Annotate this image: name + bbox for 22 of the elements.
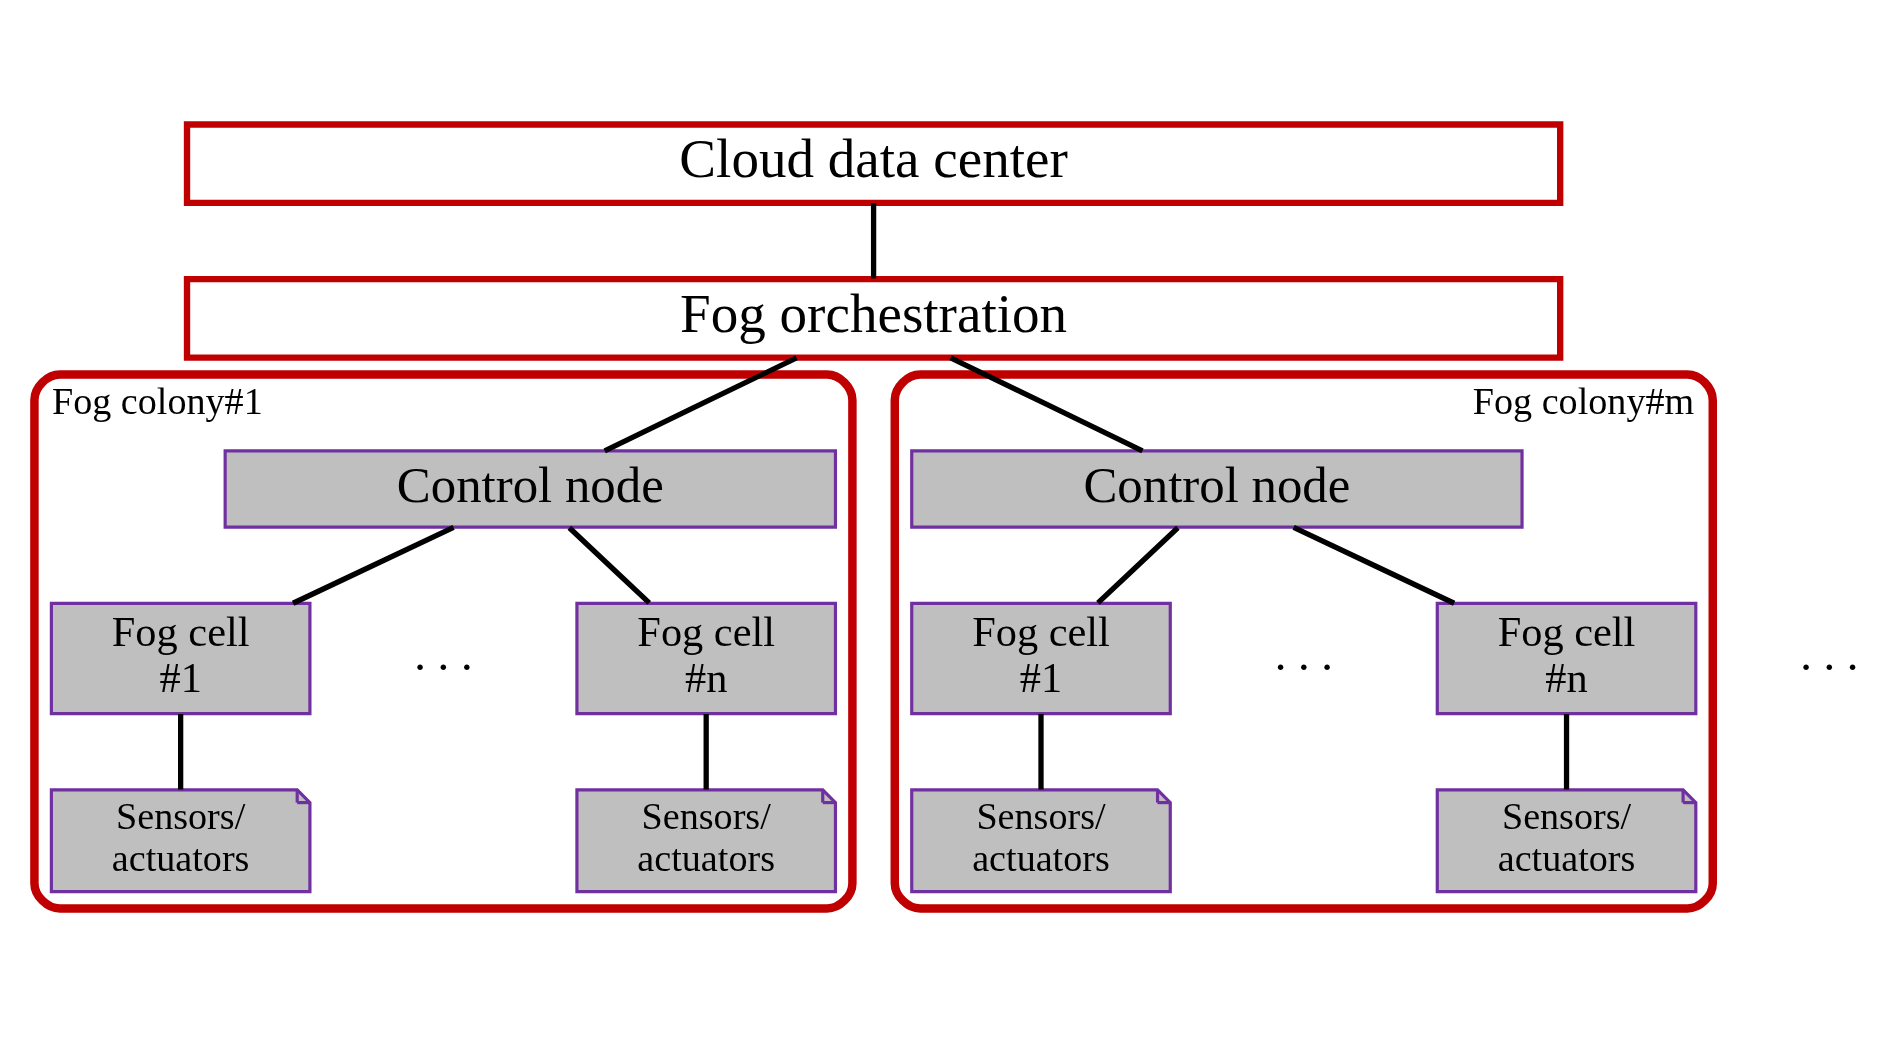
- node-box: Control node: [909, 448, 1524, 529]
- node-box: Control node: [223, 448, 837, 529]
- connector: [1095, 525, 1180, 605]
- connector: [870, 202, 876, 278]
- node-box: Fog cell #n: [1435, 601, 1697, 715]
- node-box: Fog cell #1: [49, 601, 311, 715]
- label: . . .: [1274, 627, 1333, 680]
- connector: [703, 713, 709, 789]
- connector: [291, 524, 455, 606]
- connector: [1563, 713, 1569, 789]
- node-box: Fog cell #1: [909, 601, 1172, 715]
- connector: [1292, 524, 1455, 606]
- node-box: Fog cell #n: [574, 601, 837, 715]
- connector: [603, 354, 798, 453]
- connector: [949, 354, 1144, 453]
- connector: [1037, 713, 1044, 789]
- connector: [567, 525, 651, 605]
- node-box: Fog orchestration: [183, 275, 1563, 361]
- label: . . .: [413, 627, 473, 680]
- label: . . .: [1799, 627, 1858, 680]
- node-box: Cloud data center: [183, 120, 1563, 206]
- connector: [177, 713, 183, 789]
